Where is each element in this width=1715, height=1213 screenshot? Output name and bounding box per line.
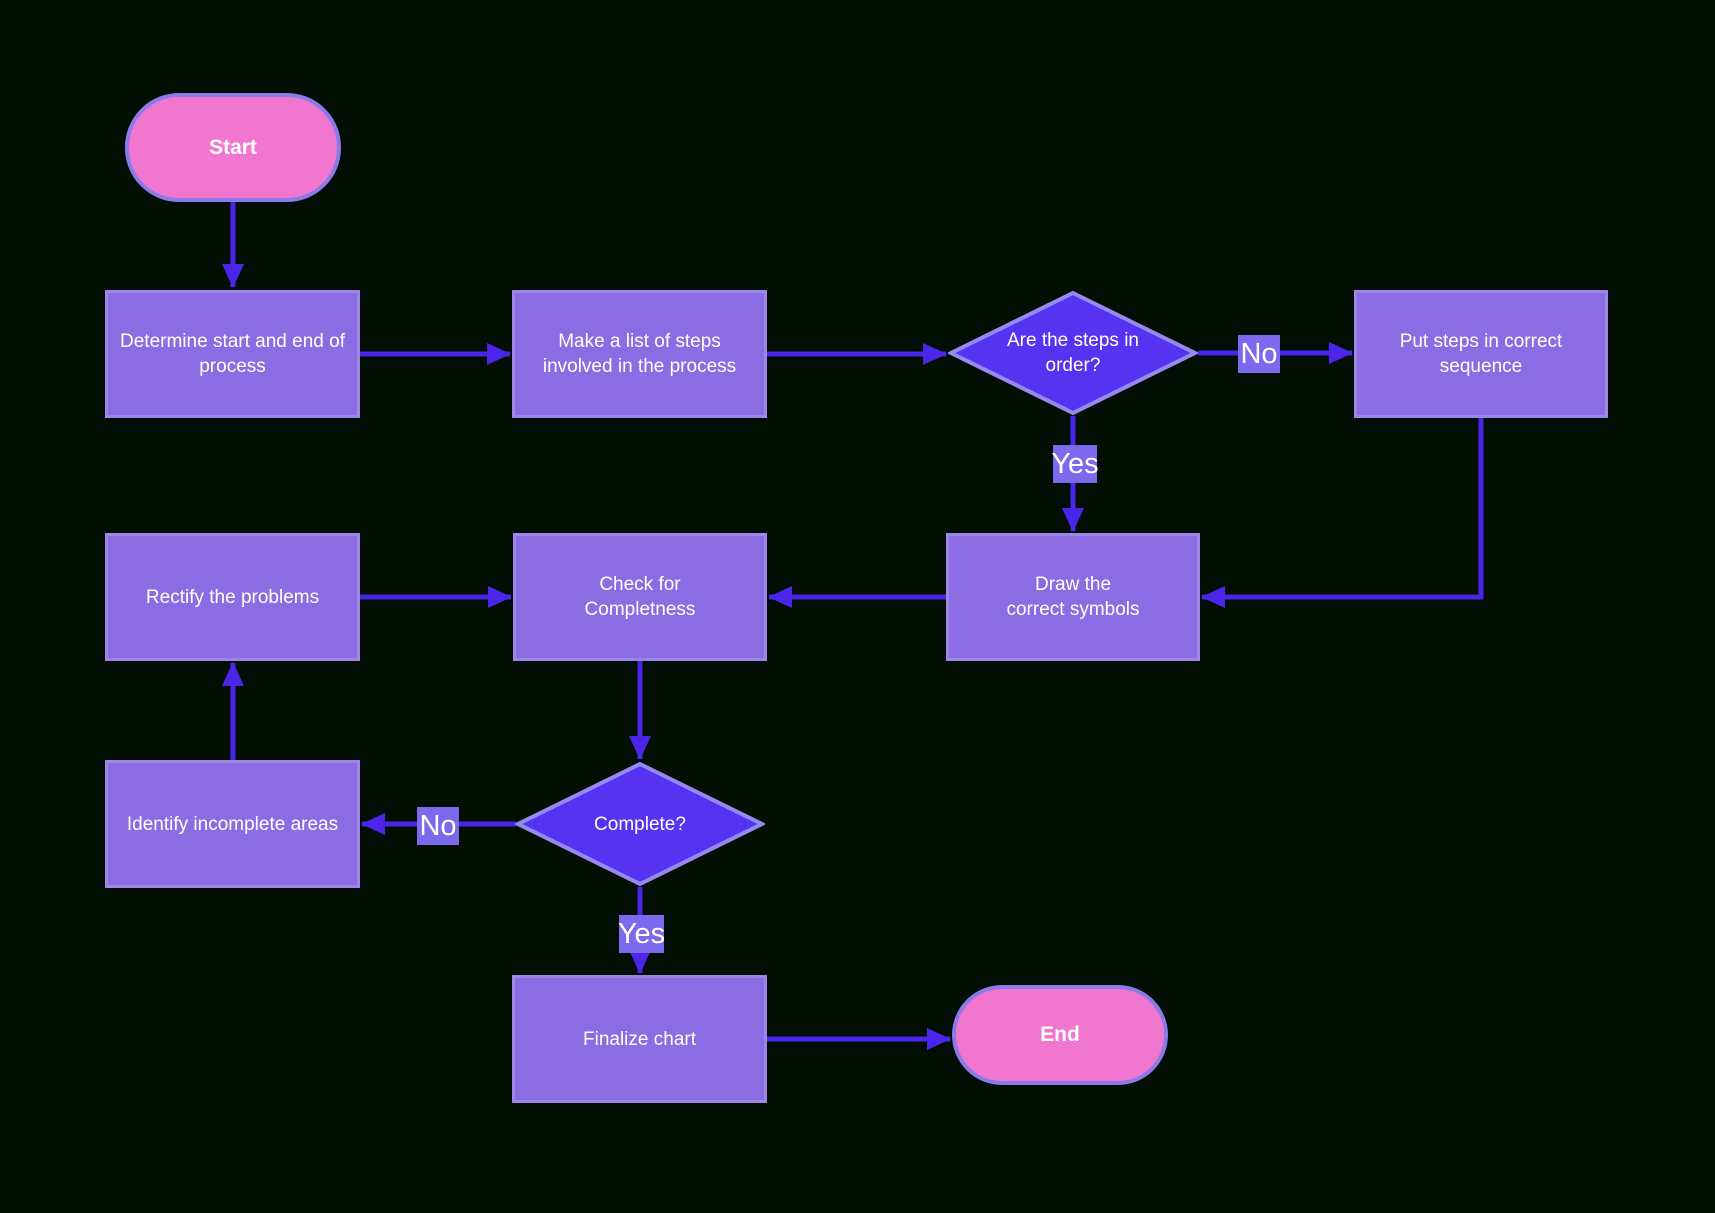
edge-label-complete-no: No — [417, 807, 459, 845]
process-draw-label: Draw the correct symbols — [1006, 574, 1140, 620]
process-make-list: Make a list of steps involved in the pro… — [512, 290, 767, 418]
process-rectify-label: Rectify the problems — [145, 586, 320, 608]
process-determine-label: Determine start and end of process — [120, 331, 345, 377]
process-rectify-problems: Rectify the problems — [105, 533, 360, 661]
process-put-steps-label: Put steps in correct sequence — [1399, 331, 1563, 377]
decision-complete-label: Complete? — [594, 813, 686, 835]
process-put-steps-sequence: Put steps in correct sequence — [1354, 290, 1608, 418]
process-identify-label: Identify incomplete areas — [126, 813, 339, 835]
process-check-completeness: Check for Completness — [513, 533, 767, 661]
process-finalize-chart: Finalize chart — [512, 975, 767, 1103]
decision-steps-in-order: Are the steps in order? — [948, 290, 1198, 416]
edge-label-order-yes: Yes — [1051, 445, 1099, 483]
terminator-start: Start — [125, 93, 341, 202]
process-draw-symbols: Draw the correct symbols — [946, 533, 1200, 661]
process-determine-start-end: Determine start and end of process — [105, 290, 360, 418]
edge-putsteps-drawsymbols — [1201, 418, 1484, 608]
process-identify-incomplete: Identify incomplete areas — [105, 760, 360, 888]
process-make-list-label: Make a list of steps involved in the pro… — [542, 331, 737, 377]
decision-diamond-shape — [515, 761, 765, 887]
decision-steps-in-order-label: Are the steps in order? — [1006, 330, 1140, 376]
edge-label-order-no: No — [1238, 335, 1280, 373]
terminator-end-label: End — [1040, 1023, 1080, 1046]
edge-label-complete-yes: Yes — [618, 915, 665, 953]
decision-complete: Complete? — [515, 761, 765, 887]
process-check-label: Check for Completness — [584, 574, 696, 620]
terminator-start-label: Start — [209, 135, 257, 159]
decision-diamond-shape — [948, 290, 1198, 416]
terminator-end: End — [952, 985, 1168, 1085]
process-finalize-label: Finalize chart — [583, 1028, 696, 1050]
